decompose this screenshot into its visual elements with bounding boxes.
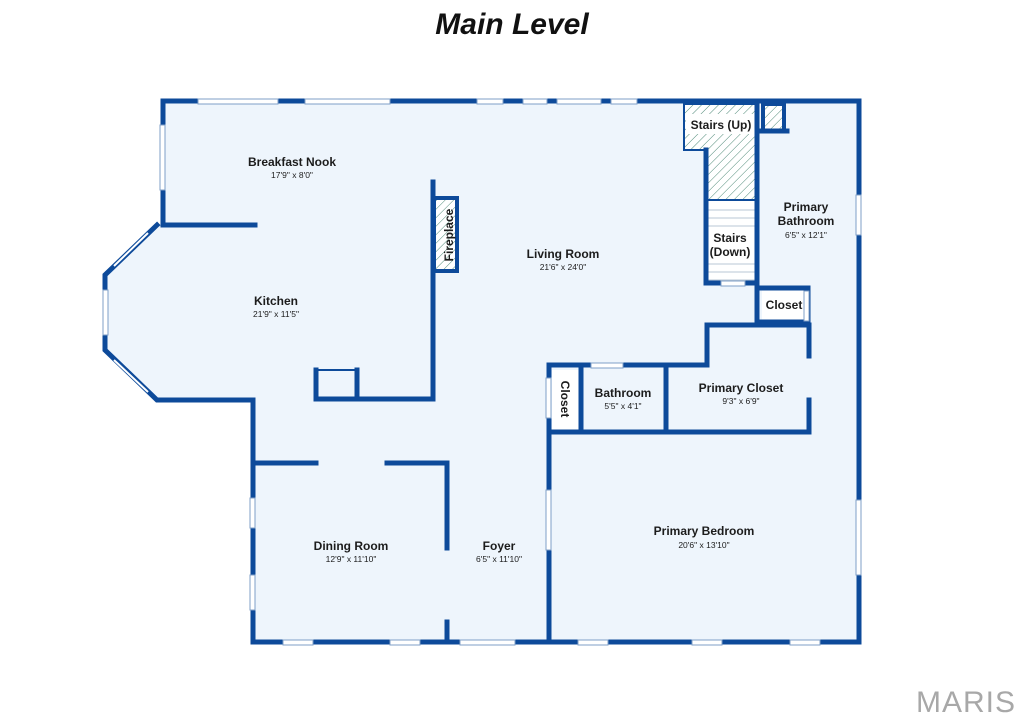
stairs-down-label-line2: (Down) xyxy=(710,245,751,259)
primary-bedroom-name: Primary Bedroom xyxy=(654,524,755,538)
fireplace-label: Fireplace xyxy=(442,208,456,261)
closet-right-floor xyxy=(762,288,808,322)
primary-closet-name: Primary Closet xyxy=(699,381,784,395)
dining-room-name: Dining Room xyxy=(314,539,389,553)
foyer-dims: 6'5" x 11'10" xyxy=(476,554,522,564)
kitchen-dims: 21'9" x 11'5" xyxy=(253,309,299,319)
plan-title: Main Level xyxy=(435,8,589,41)
floor-area xyxy=(105,101,859,642)
stair-newel-box xyxy=(761,102,786,133)
foyer-name: Foyer xyxy=(483,539,516,553)
closet-right-label: Closet xyxy=(766,298,803,312)
stairs-down-label-line1: Stairs xyxy=(713,231,747,245)
bathroom-dims: 5'5" x 4'1" xyxy=(604,401,641,411)
breakfast-nook-name: Breakfast Nook xyxy=(248,155,336,169)
stairs-down-area xyxy=(708,201,756,283)
living-room-name: Living Room xyxy=(527,247,600,261)
primary-bathroom-dims: 6'5" x 12'1" xyxy=(785,230,827,240)
bathroom-name: Bathroom xyxy=(595,386,652,400)
dining-room-dims: 12'9" x 11'10" xyxy=(326,554,377,564)
bay-windows xyxy=(113,232,149,393)
stairs-up-label: Stairs (Up) xyxy=(691,118,752,132)
primary-closet-dims: 9'3" x 6'9" xyxy=(722,396,759,406)
stairs-up-label-box xyxy=(686,114,756,134)
maris-watermark: MARIS xyxy=(915,686,1016,719)
closet-small-floor xyxy=(552,370,580,430)
primary-bathroom-name-line2: Bathroom xyxy=(778,214,835,228)
windows xyxy=(102,98,862,646)
stairs-down-treads xyxy=(708,209,756,281)
living-room-dims: 21'6" x 24'0" xyxy=(540,262,587,272)
kitchen-name: Kitchen xyxy=(254,294,298,308)
closet-small-label: Closet xyxy=(558,381,572,418)
breakfast-nook-dims: 17'9" x 8'0" xyxy=(271,170,313,180)
primary-bedroom-dims: 20'6" x 13'10" xyxy=(678,540,729,550)
primary-bathroom-name-line1: Primary xyxy=(784,200,829,214)
